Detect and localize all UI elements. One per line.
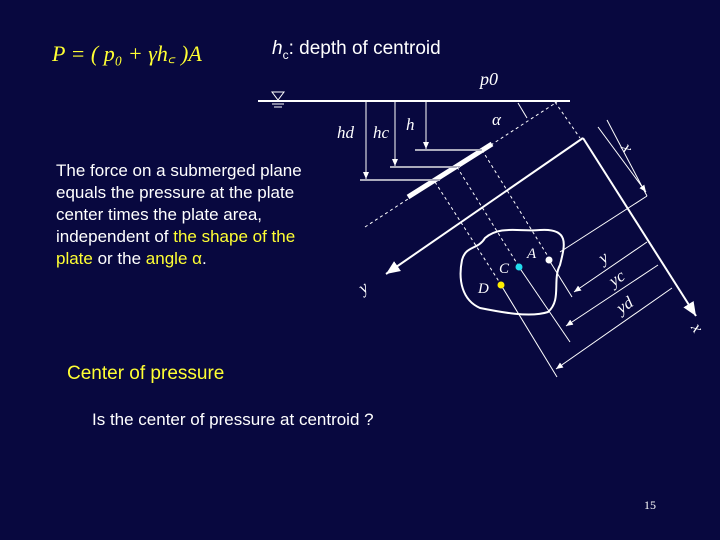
highlight-shape: the shape of the plate bbox=[56, 227, 296, 268]
label-x-dim: x bbox=[617, 139, 638, 157]
plate bbox=[406, 141, 494, 200]
highlight-angle: angle α bbox=[145, 249, 202, 268]
label-hd: hd bbox=[337, 123, 355, 142]
hc-subscript: c bbox=[282, 47, 289, 62]
x-axis bbox=[582, 137, 697, 317]
label-hc: hc bbox=[373, 123, 390, 142]
point-a bbox=[545, 256, 553, 264]
water-level-icon bbox=[271, 91, 285, 108]
section-heading: Center of pressure bbox=[67, 363, 225, 384]
force-formula: P = ( p₀ + γh꜀ )A bbox=[52, 41, 202, 66]
body-text-3: . bbox=[201, 249, 207, 268]
label-p0: p0 bbox=[478, 69, 498, 89]
label-h: h bbox=[406, 115, 415, 134]
ext-c bbox=[518, 266, 571, 343]
hc-symbol: h bbox=[272, 38, 283, 59]
point-d-pressure-center bbox=[497, 281, 505, 289]
y-dimension bbox=[573, 241, 648, 293]
yd-dimension bbox=[555, 287, 673, 370]
yc-dimension bbox=[565, 264, 659, 327]
dash-c bbox=[456, 166, 519, 266]
y-axis bbox=[385, 137, 584, 275]
label-y: y bbox=[593, 247, 612, 268]
ext-a-line bbox=[559, 195, 648, 253]
body-text-1: The force on a submerged plane equals th… bbox=[56, 161, 302, 246]
x-dimension bbox=[597, 126, 647, 193]
body-paragraph: The force on a submerged plane equals th… bbox=[56, 160, 326, 270]
label-y-axis: y bbox=[353, 277, 372, 298]
page-number: 15 bbox=[644, 498, 656, 512]
surface-dash bbox=[554, 101, 581, 139]
ext-x bbox=[606, 119, 648, 197]
label-c: C bbox=[499, 261, 510, 277]
point-c-centroid bbox=[515, 263, 523, 271]
label-a: A bbox=[526, 246, 537, 262]
plate-shape bbox=[459, 228, 565, 316]
ext-d bbox=[500, 284, 558, 378]
dash-d bbox=[434, 181, 501, 284]
label-d: D bbox=[477, 281, 489, 297]
label-x-axis: x bbox=[687, 319, 708, 337]
question-text: Is the center of pressure at centroid ? bbox=[92, 410, 374, 429]
alpha-arc bbox=[517, 102, 528, 119]
centroid-depth-note: hc: depth of centroid bbox=[272, 38, 441, 62]
label-alpha: α bbox=[492, 110, 502, 129]
body-text-2: or the bbox=[92, 249, 146, 268]
ext-a bbox=[548, 259, 573, 298]
hc-text: : depth of centroid bbox=[288, 38, 441, 59]
dash-a bbox=[481, 149, 550, 259]
